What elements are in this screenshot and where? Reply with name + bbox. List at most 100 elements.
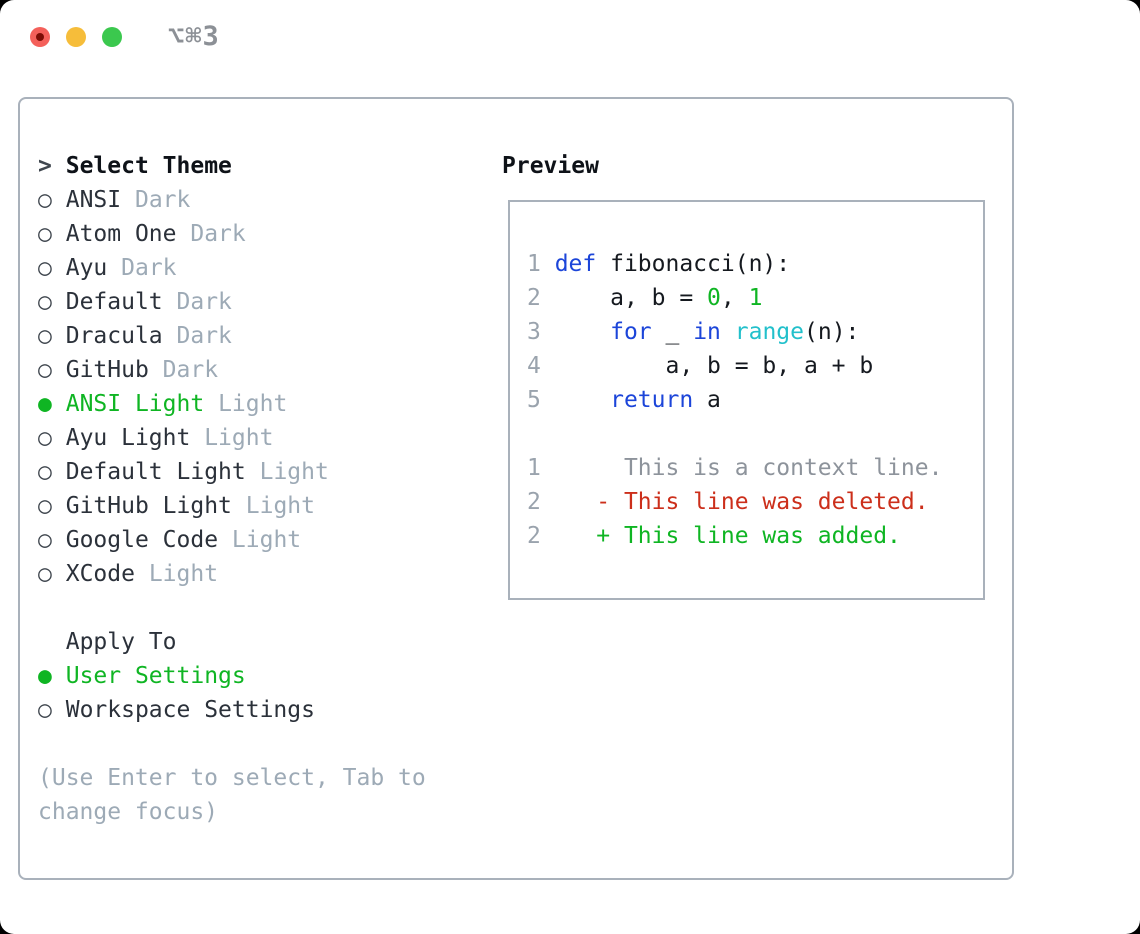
line-number: 2 <box>527 523 555 549</box>
line-number: 5 <box>527 387 555 413</box>
theme-option-default-light[interactable]: ○ Default Light Light <box>38 455 458 489</box>
theme-option-ayu-light[interactable]: ○ Ayu Light Light <box>38 421 458 455</box>
code-segment: a <box>693 387 721 413</box>
theme-picker-panel: > Select Theme ○ ANSI Dark○ Atom One Dar… <box>18 97 1014 880</box>
radio-unselected-icon: ○ <box>38 493 52 519</box>
selection-prompt-icon: > <box>38 153 52 179</box>
zoom-button[interactable] <box>102 27 122 47</box>
option-variant-tag: Light <box>231 527 302 553</box>
radio-unselected-icon: ○ <box>38 187 52 213</box>
option-variant-tag: Dark <box>134 187 191 213</box>
theme-option-ansi-light[interactable]: ● ANSI Light Light <box>38 387 458 421</box>
close-button[interactable] <box>30 27 50 47</box>
option-variant-tag: Light <box>245 493 315 519</box>
close-indicator-dot <box>36 33 44 41</box>
code-line: 1 def fibonacci(n): <box>527 247 983 281</box>
theme-option-ayu[interactable]: ○ Ayu Dark <box>38 251 458 285</box>
radio-selected-icon: ● <box>38 391 52 417</box>
option-label: Google Code <box>65 527 219 553</box>
code-segment <box>555 387 610 413</box>
code-segment: , <box>720 285 749 311</box>
theme-option-default[interactable]: ○ Default Dark <box>38 285 458 319</box>
code-segment: range <box>734 319 804 345</box>
option-variant-tag: Light <box>259 459 329 485</box>
code-segment: fibonacci(n): <box>596 251 791 277</box>
option-variant-tag: Light <box>148 561 219 587</box>
diff-context-line: 1 This is a context line. <box>527 451 983 485</box>
code-segment: _ <box>651 319 694 345</box>
code-segment: 1 <box>748 285 763 311</box>
apply-option-workspace-settings[interactable]: ○ Workspace Settings <box>38 693 458 727</box>
code-segment: (n): <box>804 319 860 345</box>
code-segment <box>721 319 735 345</box>
option-variant-tag: Dark <box>190 221 246 247</box>
theme-option-list: ○ ANSI Dark○ Atom One Dark○ Ayu Dark○ De… <box>38 183 458 591</box>
theme-option-github[interactable]: ○ GitHub Dark <box>38 353 458 387</box>
code-segment: + This line was added. <box>554 523 901 549</box>
line-number: 2 <box>527 489 555 515</box>
theme-option-xcode[interactable]: ○ XCode Light <box>38 557 458 591</box>
line-number <box>527 421 541 447</box>
blank-line <box>527 417 983 451</box>
radio-selected-icon: ● <box>38 663 52 689</box>
apply-option-user-settings[interactable]: ● User Settings <box>38 659 458 693</box>
option-label: GitHub <box>65 357 149 383</box>
option-variant-tag: Dark <box>176 323 232 349</box>
option-variant-tag: Light <box>204 425 274 451</box>
option-label: Dracula <box>65 323 163 349</box>
radio-unselected-icon: ○ <box>38 289 52 315</box>
code-segment: in <box>693 319 721 345</box>
option-label: Default Light <box>65 459 246 485</box>
code-line: 2 a, b = 0, 1 <box>527 281 983 315</box>
radio-unselected-icon: ○ <box>38 527 52 553</box>
radio-unselected-icon: ○ <box>38 425 52 451</box>
option-variant-tag: Dark <box>162 357 219 383</box>
select-theme-title: Select Theme <box>65 153 232 179</box>
radio-unselected-icon: ○ <box>38 697 52 723</box>
apply-to-title: Apply To <box>65 629 177 655</box>
option-label: Default <box>65 289 163 315</box>
code-segment <box>555 319 610 345</box>
option-label: Ayu <box>65 255 108 281</box>
code-segment: for <box>610 319 652 345</box>
option-variant-tag: Dark <box>176 289 232 315</box>
spacer <box>38 591 458 625</box>
theme-option-github-light[interactable]: ○ GitHub Light Light <box>38 489 458 523</box>
code-segment: return <box>610 387 694 413</box>
code-line: 3 for _ in range(n): <box>527 315 983 349</box>
option-label: XCode <box>65 561 135 587</box>
code-segment: a, b = <box>554 285 708 311</box>
diff-added-line: 2 + This line was added. <box>527 519 983 553</box>
option-variant-tag: Dark <box>121 255 177 281</box>
option-label: GitHub Light <box>65 493 232 519</box>
radio-unselected-icon: ○ <box>38 459 52 485</box>
code-segment: This is a context line. <box>554 455 943 481</box>
line-number: 1 <box>527 251 555 277</box>
theme-option-dracula[interactable]: ○ Dracula Dark <box>38 319 458 353</box>
option-label: User Settings <box>65 663 246 689</box>
code-segment: a, b = b, a + b <box>554 353 874 379</box>
line-number: 4 <box>527 353 555 379</box>
theme-option-google-code[interactable]: ○ Google Code Light <box>38 523 458 557</box>
option-label: Atom One <box>65 221 177 247</box>
radio-unselected-icon: ○ <box>38 255 52 281</box>
option-label: ANSI <box>65 187 122 213</box>
keyboard-hint: (Use Enter to select, Tab to change focu… <box>38 765 426 825</box>
theme-option-ansi[interactable]: ○ ANSI Dark <box>38 183 458 217</box>
line-number: 1 <box>527 455 555 481</box>
code-segment: 0 <box>707 285 721 311</box>
preview-header: Preview <box>502 153 599 179</box>
apply-to-option-list: ● User Settings○ Workspace Settings <box>38 659 458 727</box>
theme-option-atom-one[interactable]: ○ Atom One Dark <box>38 217 458 251</box>
radio-unselected-icon: ○ <box>38 221 52 247</box>
option-variant-tag: Light <box>218 391 288 417</box>
minimize-button[interactable] <box>66 27 86 47</box>
select-theme-header: > Select Theme <box>38 149 458 183</box>
theme-picker-menu: > Select Theme ○ ANSI Dark○ Atom One Dar… <box>38 149 458 829</box>
line-number: 3 <box>527 319 555 345</box>
code-segment: - This line was deleted. <box>554 489 929 515</box>
code-line: 4 a, b = b, a + b <box>527 349 983 383</box>
radio-unselected-icon: ○ <box>38 357 52 383</box>
